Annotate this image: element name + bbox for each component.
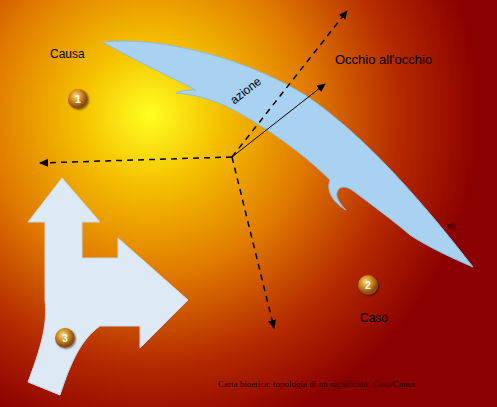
knife-shape <box>103 41 473 267</box>
callout-number: 1 <box>75 94 81 105</box>
callout-ball: 3 <box>55 328 75 348</box>
callout-number: 3 <box>62 333 68 344</box>
label-text: x(t) <box>446 222 456 229</box>
label-text: Caso <box>360 311 388 325</box>
callout-number: 2 <box>365 280 371 291</box>
branch-arrow <box>28 178 188 395</box>
callout-ball: 2 <box>358 275 378 295</box>
label-text: Causa <box>50 47 85 61</box>
label-text: Occhio all'occhio <box>335 52 432 67</box>
callout-ball: 1 <box>68 89 88 109</box>
axis <box>40 157 232 163</box>
caption: Carta bioetica: topologia di un signific… <box>218 379 415 389</box>
axis <box>232 157 274 328</box>
